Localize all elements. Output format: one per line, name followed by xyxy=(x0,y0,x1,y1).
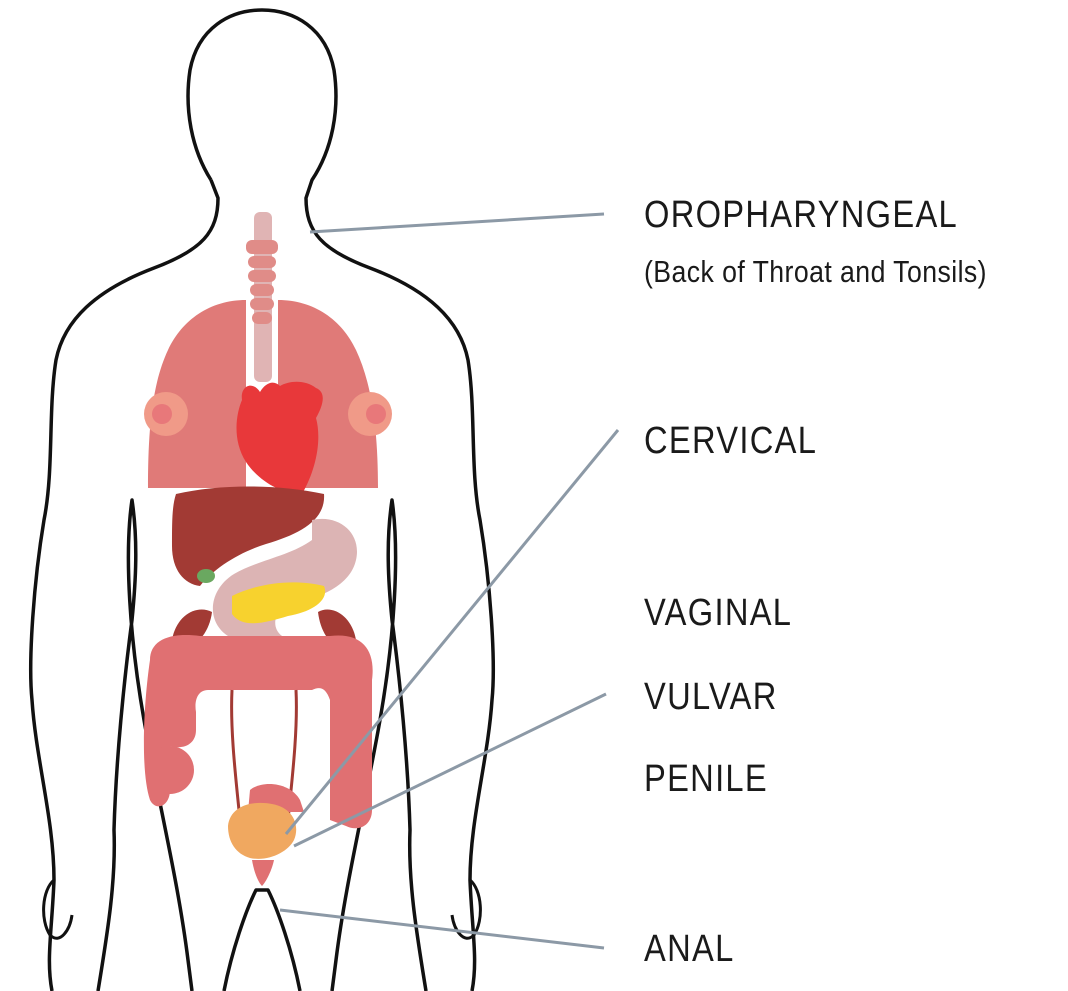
heart xyxy=(237,382,323,494)
label-oropharyngeal-subtitle: (Back of Throat and Tonsils) xyxy=(644,254,987,290)
right-nipple xyxy=(366,404,386,424)
label-anal: ANAL xyxy=(644,928,735,971)
gallbladder xyxy=(197,569,215,583)
urethra xyxy=(252,860,274,886)
label-vulvar: VULVAR xyxy=(644,676,778,719)
label-oropharyngeal: OROPHARYNGEAL xyxy=(644,194,958,237)
label-penile: PENILE xyxy=(644,758,768,801)
left-ureter xyxy=(232,690,240,820)
left-nipple xyxy=(152,404,172,424)
label-vaginal: VAGINAL xyxy=(644,592,792,635)
leader-line-anal xyxy=(280,910,604,948)
leader-line-oropharyngeal xyxy=(310,214,604,232)
label-cervical: CERVICAL xyxy=(644,420,817,463)
trachea xyxy=(254,212,272,382)
bladder xyxy=(228,803,296,859)
appendix xyxy=(146,746,194,794)
left-hand-outline xyxy=(44,880,72,938)
